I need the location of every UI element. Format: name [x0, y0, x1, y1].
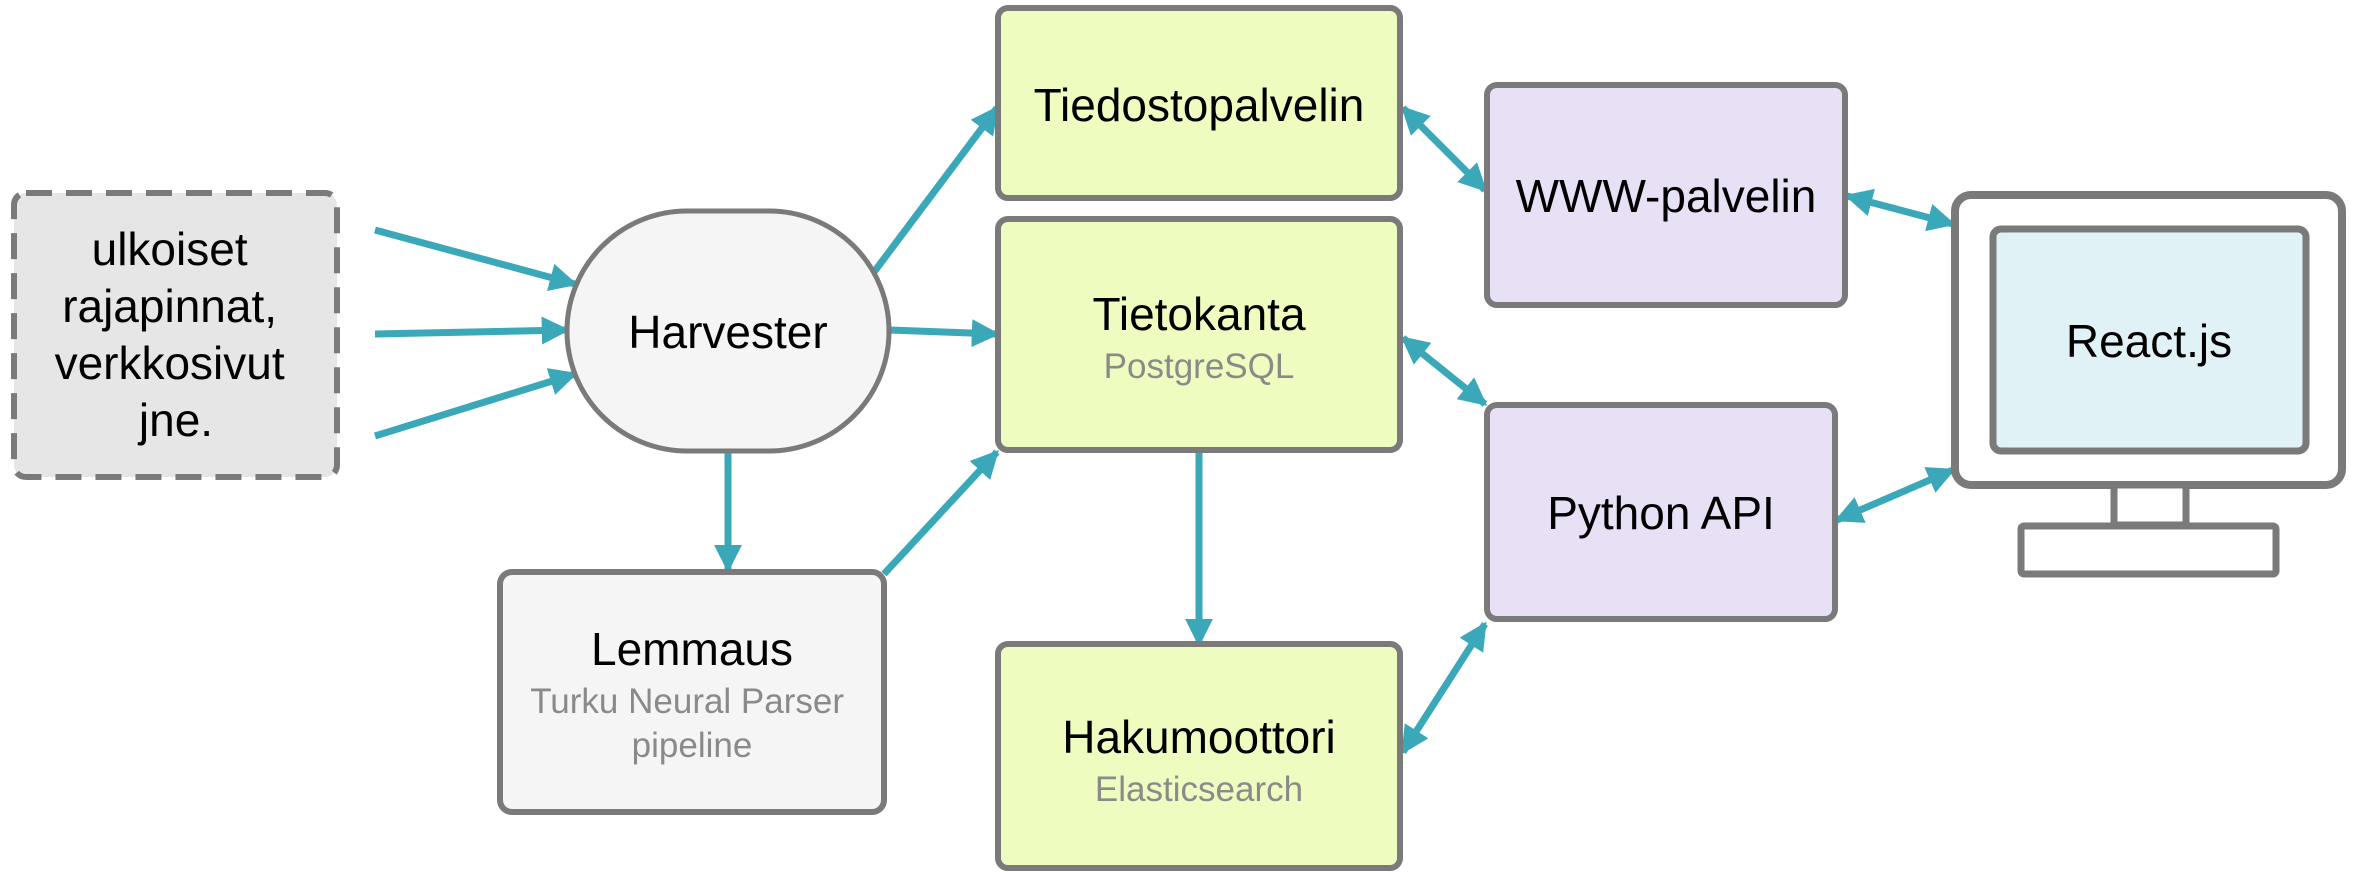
node-www: WWW-palvelin [1484, 82, 1848, 308]
node-tietokanta: Tietokanta PostgreSQL [995, 216, 1403, 453]
arrow-python-api-react [1834, 466, 1956, 524]
lemmaus-sub-line-2: pipeline [632, 726, 753, 765]
monitor-screen [1989, 225, 2310, 455]
node-python-api: Python API [1484, 402, 1838, 622]
external-line-4: jne. [137, 394, 213, 446]
python-api-title: Python API [1547, 487, 1775, 539]
harvester-shape [564, 208, 892, 454]
lemmaus-subtitle: Turku Neural Parser pipeline [530, 682, 854, 765]
node-tiedostopalvelin: Tiedostopalvelin [995, 5, 1403, 201]
hakumoottori-title: Hakumoottori [1062, 711, 1336, 763]
node-lemmaus: Lemmaus Turku Neural Parser pipeline [497, 569, 887, 815]
arrow-external-to-harvester-3 [373, 368, 578, 440]
arrow-tiedostopalvelin-www [1400, 105, 1488, 193]
arrow-harvester-to-tietokanta [889, 319, 1000, 348]
node-external: ulkoiset rajapinnat, verkkosivut jne. [11, 190, 340, 480]
tietokanta-box [995, 216, 1403, 453]
hakumoottori-subtitle: Elasticsearch [1095, 770, 1303, 809]
external-label: ulkoiset rajapinnat, verkkosivut jne. [55, 223, 298, 446]
tiedostopalvelin-box [995, 5, 1403, 201]
arrow-external-to-harvester-1 [374, 226, 578, 291]
external-line-2: rajapinnat, [62, 280, 277, 332]
tiedostopalvelin-title: Tiedostopalvelin [1034, 79, 1365, 131]
arrow-harvester-to-tiedostopalvelin [871, 105, 1000, 275]
monitor-neck [2110, 481, 2190, 529]
external-line-1: ulkoiset [92, 223, 248, 275]
lemmaus-title: Lemmaus [591, 623, 793, 675]
react-title: React.js [2066, 315, 2232, 367]
external-box [11, 190, 340, 480]
external-line-3: verkkosivut [55, 337, 285, 389]
tietokanta-subtitle: PostgreSQL [1104, 347, 1295, 386]
lemmaus-sub-line-1: Turku Neural Parser [530, 682, 844, 721]
arrow-www-react [1844, 188, 1956, 232]
harvester-title: Harvester [628, 306, 827, 358]
arrow-tietokanta-python-api [1400, 335, 1488, 407]
arrow-lemmaus-to-tietokanta [881, 449, 1000, 577]
arrow-external-to-harvester-2 [374, 316, 570, 345]
python-api-box [1484, 402, 1838, 622]
hakumoottori-box [995, 641, 1403, 871]
www-title: WWW-palvelin [1516, 170, 1817, 222]
node-harvester: Harvester [564, 208, 892, 454]
node-hakumoottori: Hakumoottori Elasticsearch [995, 641, 1403, 871]
arrow-hakumoottori-python-api [1400, 621, 1488, 755]
node-react: React.js [1951, 191, 2346, 578]
monitor-base [2017, 522, 2280, 578]
www-box [1484, 82, 1848, 308]
tietokanta-title: Tietokanta [1092, 288, 1306, 340]
lemmaus-box [497, 569, 887, 815]
